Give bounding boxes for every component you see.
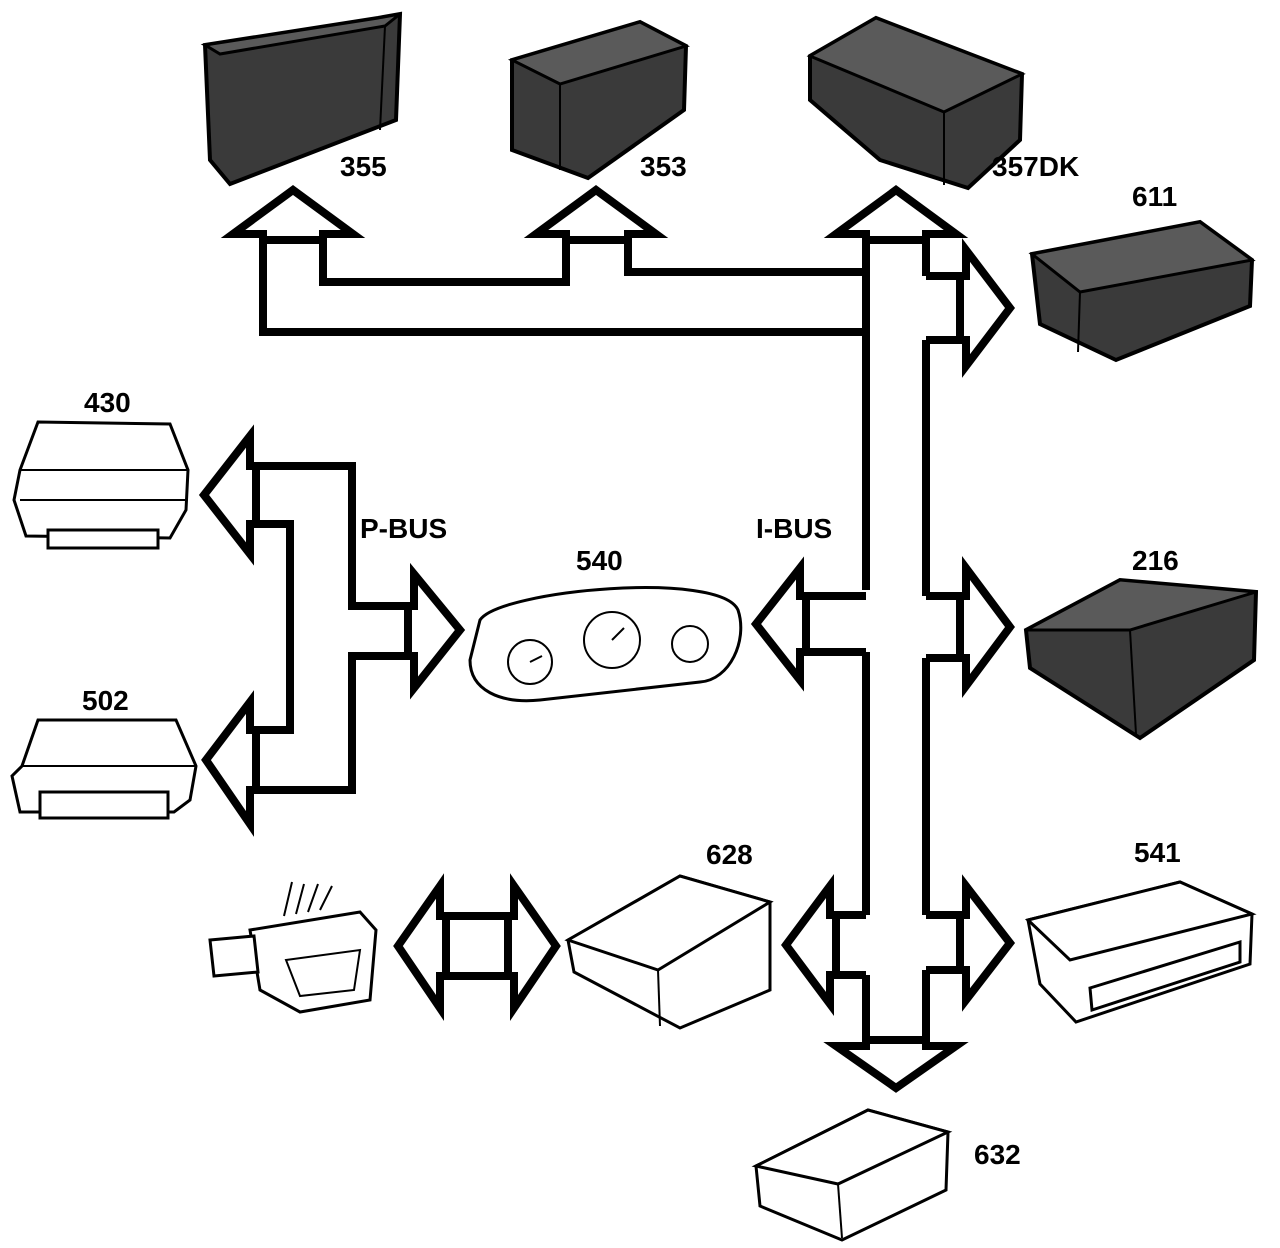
- module-430-label: 430: [84, 387, 131, 418]
- module-430-image: [12, 420, 190, 550]
- i-bus-label: I-BUS: [756, 513, 832, 544]
- module-632-image: [751, 1108, 953, 1242]
- arrowheads-top: [220, 185, 969, 244]
- diagnostic-connector-image: [208, 881, 378, 1014]
- p-bus: [198, 424, 466, 837]
- module-628-label: 628: [706, 839, 753, 870]
- module-357dk-label: 357DK: [992, 151, 1079, 182]
- arrowheads-right: [956, 238, 1016, 1012]
- bus-fill: [267, 240, 922, 1044]
- module-216-image: [1023, 577, 1259, 741]
- module-353-image: [507, 19, 690, 181]
- module-355-label: 355: [340, 151, 387, 182]
- module-628-image: [564, 874, 774, 1030]
- module-611-label: 611: [1132, 181, 1177, 212]
- module-502-image: [10, 718, 198, 820]
- module-357dk-image: [806, 15, 1026, 191]
- module-353-label: 353: [640, 151, 687, 182]
- arrowheads-left-ibus: [750, 556, 840, 1017]
- module-502-label: 502: [82, 685, 129, 716]
- module-540-image: [468, 586, 743, 703]
- p-bus-label: P-BUS: [360, 513, 447, 544]
- module-541-image: [1024, 880, 1257, 1024]
- diag-bus: [393, 873, 561, 1022]
- module-541-label: 541: [1134, 837, 1181, 868]
- module-540-label: 540: [576, 545, 623, 576]
- arrowhead-bottom: [823, 1036, 969, 1093]
- module-611-image: [1028, 219, 1256, 363]
- module-632-label: 632: [974, 1139, 1021, 1170]
- module-216-label: 216: [1132, 545, 1179, 576]
- module-355-image: [200, 11, 403, 187]
